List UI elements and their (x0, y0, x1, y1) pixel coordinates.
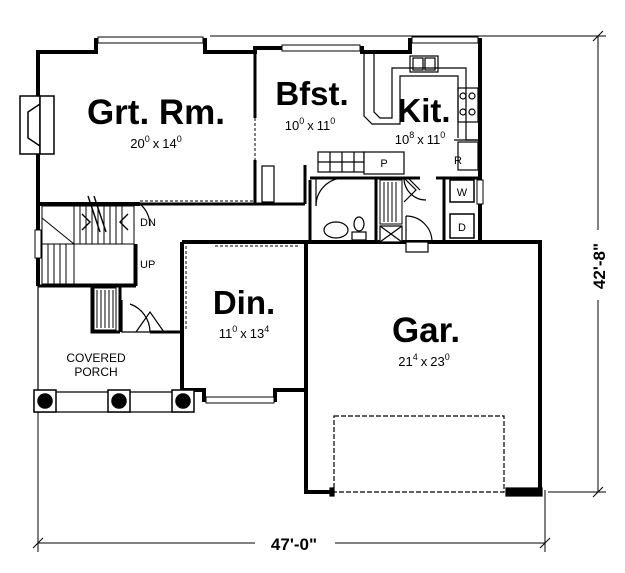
washer-label: W (457, 187, 468, 199)
dining-name: Din. (213, 284, 275, 321)
depth-dimension-bg (586, 230, 610, 300)
porch-label-line2: PORCH (74, 365, 117, 379)
laundry-appliances (449, 179, 475, 239)
stairs (41, 195, 135, 285)
width-dimension-text: 47'-0" (271, 535, 317, 554)
garage-door (329, 415, 543, 497)
powder-room-fixtures (323, 216, 403, 243)
windows (34, 36, 484, 404)
fireplace (19, 95, 55, 155)
doors (121, 177, 433, 333)
stair-up-label: UP (140, 259, 155, 271)
refrigerator-label: R (454, 155, 462, 167)
stair-down-label: DN (140, 217, 156, 229)
great-room-name: Grt. Rm. (87, 93, 225, 132)
kitchen-name: Kit. (397, 92, 450, 129)
pantry-block (261, 151, 405, 203)
width-dimension-bg (255, 531, 335, 555)
interior-walls (36, 52, 480, 334)
porch-label-line1: COVERED (66, 351, 126, 365)
kitchen-counters (363, 52, 479, 171)
dryer-label: D (458, 222, 466, 234)
porch-columns (33, 389, 195, 413)
breakfast-name: Bfst. (275, 75, 348, 112)
depth-dimension-text: 42'-8" (590, 243, 609, 289)
openings (140, 118, 300, 330)
pantry-label: P (380, 158, 387, 170)
garage-name: Gar. (392, 311, 460, 350)
closet-shelving (93, 179, 403, 331)
